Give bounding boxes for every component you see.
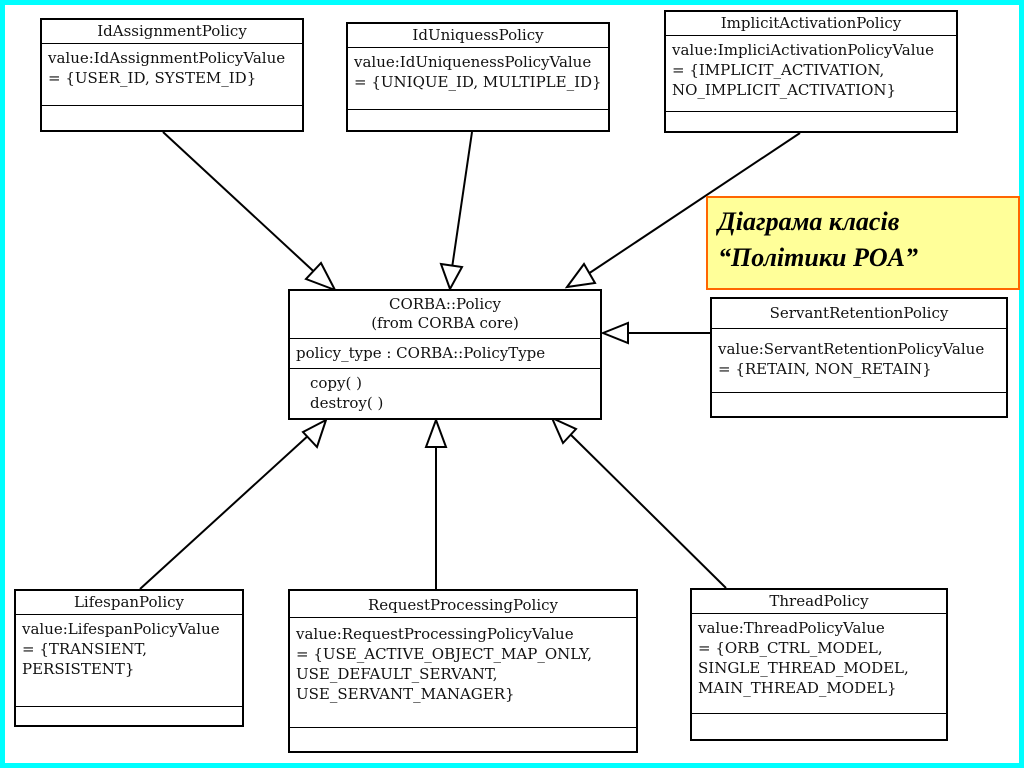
class-attributes: value:ThreadPolicyValue = {ORB_CTRL_MODE… [692, 614, 946, 714]
class-name: RequestProcessingPolicy [290, 591, 636, 618]
arrowhead-id-assignment [304, 261, 338, 292]
arrowhead-lifespan [301, 417, 328, 449]
class-lifespan-policy: LifespanPolicy value:LifespanPolicyValue… [14, 589, 244, 727]
class-attributes: value:ImpliciActivationPolicyValue = {IM… [666, 36, 956, 112]
class-operations [666, 112, 956, 131]
arrowhead-thread [550, 415, 578, 445]
class-operations [16, 707, 242, 725]
arrowhead-implicit-activation [564, 262, 597, 289]
caption-line-1: Діаграма класів [718, 207, 900, 236]
arrow-lifespan [139, 433, 311, 590]
class-name: LifespanPolicy [16, 591, 242, 615]
class-operations [290, 728, 636, 751]
class-attributes: policy_type : CORBA::PolicyType [290, 339, 600, 369]
caption-line-2: “Політики POA” [718, 243, 918, 272]
class-name: ImplicitActivationPolicy [666, 12, 956, 36]
class-attributes: value:IdUniquenessPolicyValue = {UNIQUE_… [348, 48, 608, 110]
class-operations: copy( ) destroy( ) [310, 374, 384, 412]
class-name: ServantRetentionPolicy [712, 299, 1006, 329]
class-attributes: value:ServantRetentionPolicyValue = {RET… [712, 329, 1006, 393]
class-corba-policy: CORBA::Policy (from CORBA core) policy_t… [288, 289, 602, 420]
class-thread-policy: ThreadPolicy value:ThreadPolicyValue = {… [690, 588, 948, 741]
arrowhead-request-processing [424, 417, 448, 448]
arrowhead-servant-retention [600, 321, 629, 345]
class-name: IdAssignmentPolicy [42, 20, 302, 44]
class-name: CORBA::Policy (from CORBA core) [290, 291, 600, 339]
class-name: ThreadPolicy [692, 590, 946, 614]
arrowhead-id-uniqueness [439, 262, 464, 292]
class-implicit-activation-policy: ImplicitActivationPolicy value:ImpliciAc… [664, 10, 958, 133]
arrow-implicit-activation [581, 132, 801, 279]
class-operations [42, 106, 302, 130]
class-id-uniqueness-policy: IdUniquessPolicy value:IdUniquenessPolic… [346, 22, 610, 132]
class-attributes: value:RequestProcessingPolicyValue = {US… [290, 618, 636, 728]
class-id-assignment-policy: IdAssignmentPolicy value:IdAssignmentPol… [40, 18, 304, 132]
class-request-processing-policy: RequestProcessingPolicy value:RequestPro… [288, 589, 638, 753]
class-operations [348, 110, 608, 130]
arrow-thread [569, 433, 727, 589]
class-attributes: value:LifespanPolicyValue = {TRANSIENT, … [16, 615, 242, 707]
diagram-caption-note: Діаграма класів “Політики POA” [706, 196, 1020, 290]
class-operations [692, 714, 946, 739]
class-servant-retention-policy: ServantRetentionPolicy value:ServantRete… [710, 297, 1008, 418]
arrow-id-uniqueness [451, 131, 473, 269]
class-attributes: value:IdAssignmentPolicyValue = {USER_ID… [42, 44, 302, 106]
arrow-id-assignment [162, 131, 324, 281]
class-operations [712, 393, 1006, 416]
class-name: IdUniquessPolicy [348, 24, 608, 48]
